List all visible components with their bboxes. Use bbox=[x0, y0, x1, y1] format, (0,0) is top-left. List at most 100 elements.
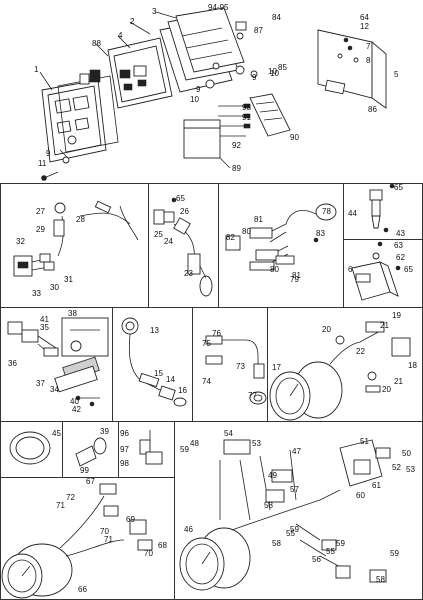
callout-main-25: 90 bbox=[290, 133, 299, 142]
callout-main-21: 86 bbox=[368, 105, 377, 114]
callout-probe-2: 14 bbox=[166, 375, 175, 384]
callout-tach-0: 19 bbox=[392, 311, 401, 320]
callout-switch-0: 65 bbox=[176, 194, 185, 203]
callout-wiring-3: 82 bbox=[226, 233, 235, 242]
callout-gauge-set-left-2: 71 bbox=[56, 501, 65, 510]
callout-gauge-set-right-2: 53 bbox=[252, 439, 261, 448]
gauge-set-left bbox=[1, 483, 153, 599]
callout-lamp-3: 73 bbox=[236, 362, 245, 371]
callout-relay-0: 65 bbox=[394, 183, 403, 192]
callout-sender-3: 36 bbox=[8, 359, 17, 368]
callout-gauge-set-right-7: 58 bbox=[264, 501, 273, 510]
callout-main-12: 9 bbox=[252, 73, 257, 82]
callout-gauge-set-right-9: 50 bbox=[402, 449, 411, 458]
callout-socket-0: 96 bbox=[120, 429, 129, 438]
callout-main-23: 91 bbox=[242, 113, 251, 122]
callout-gauge-set-right-16: 59 bbox=[290, 525, 299, 534]
callout-gauge-set-right-11: 53 bbox=[406, 465, 415, 474]
callout-lamp-2: 74 bbox=[202, 377, 211, 386]
callout-gauge-set-right-12: 61 bbox=[372, 481, 381, 490]
callout-gauge-set-left-5: 71 bbox=[104, 535, 113, 544]
callout-main-16: 64 bbox=[360, 13, 369, 22]
callout-wiring-0: 78 bbox=[322, 207, 331, 216]
callout-probe-0: 13 bbox=[150, 326, 159, 335]
callout-tach-2: 21 bbox=[380, 321, 389, 330]
callout-bezel-0: 45 bbox=[52, 429, 61, 438]
harness-assembly bbox=[13, 200, 139, 277]
callout-main-0: 1 bbox=[34, 65, 39, 74]
callout-gauge-set-right-6: 57 bbox=[290, 485, 299, 494]
callout-bulb-1: 99 bbox=[80, 466, 89, 475]
callout-harness-1: 28 bbox=[76, 215, 85, 224]
callout-tach-3: 22 bbox=[356, 347, 365, 356]
callout-harness-6: 33 bbox=[32, 289, 41, 298]
callout-wiring-2: 80 bbox=[242, 227, 251, 236]
callout-sender-4: 37 bbox=[36, 379, 45, 388]
callout-sender-2: 38 bbox=[68, 309, 77, 318]
callout-tach-4: 18 bbox=[408, 361, 417, 370]
callout-main-22: 93 bbox=[242, 103, 251, 112]
callout-sender-0: 41 bbox=[40, 315, 49, 324]
callout-sender-5: 34 bbox=[50, 385, 59, 394]
callout-wiring-6: 81 bbox=[292, 271, 301, 280]
callout-gauge-set-left-3: 69 bbox=[126, 515, 135, 524]
callout-lamp-0: 76 bbox=[212, 329, 221, 338]
lamp-assembly bbox=[205, 335, 267, 405]
callout-harness-0: 27 bbox=[36, 207, 45, 216]
callout-harness-5: 30 bbox=[50, 283, 59, 292]
callout-main-17: 12 bbox=[360, 22, 369, 31]
callout-main-6: 88 bbox=[92, 39, 101, 48]
callout-main-4: 84 bbox=[272, 13, 281, 22]
bulb-socket bbox=[139, 430, 163, 465]
callout-gauge-set-left-1: 72 bbox=[66, 493, 75, 502]
callout-lamp-1: 75 bbox=[202, 339, 211, 348]
callout-relay-2: 43 bbox=[396, 229, 405, 238]
callout-gauge-set-right-19: 59 bbox=[336, 539, 345, 548]
bulb bbox=[75, 437, 107, 467]
callout-box-3: 6 bbox=[348, 265, 353, 274]
callout-switch-2: 25 bbox=[154, 230, 163, 239]
callout-box-1: 62 bbox=[396, 253, 405, 262]
callout-gauge-set-left-7: 68 bbox=[158, 541, 167, 550]
callout-harness-2: 29 bbox=[36, 225, 45, 234]
callout-gauge-set-right-1: 48 bbox=[190, 439, 199, 448]
callout-box-2: 65 bbox=[404, 265, 413, 274]
callout-main-1: 2 bbox=[130, 17, 135, 26]
callout-gauge-set-left-8: 66 bbox=[78, 585, 87, 594]
callout-harness-3: 32 bbox=[16, 237, 25, 246]
callout-wiring-4: 83 bbox=[316, 229, 325, 238]
callout-gauge-set-right-5: 49 bbox=[268, 471, 277, 480]
callout-main-14: 11 bbox=[38, 159, 47, 168]
sender-assembly bbox=[7, 317, 109, 407]
callout-gauge-set-right-18: 56 bbox=[312, 555, 321, 564]
callout-gauge-set-right-17: 58 bbox=[272, 539, 281, 548]
callout-main-24: 92 bbox=[232, 141, 241, 150]
callout-tach-7: 20 bbox=[382, 385, 391, 394]
callout-main-26: 89 bbox=[232, 164, 241, 173]
callout-gauge-set-left-6: 70 bbox=[144, 549, 153, 558]
callout-gauge-set-right-20: 55 bbox=[326, 547, 335, 556]
callout-wiring-5: 80 bbox=[270, 265, 279, 274]
callout-gauge-set-right-0: 54 bbox=[224, 429, 233, 438]
circuit-breaker-assembly bbox=[351, 241, 401, 301]
callout-gauge-set-right-21: 58 bbox=[376, 575, 385, 584]
main-assembly bbox=[39, 7, 387, 181]
callout-switch-3: 24 bbox=[164, 237, 173, 246]
temperature-probe-assembly bbox=[121, 317, 187, 407]
callout-box-0: 63 bbox=[394, 241, 403, 250]
callout-main-18: 7 bbox=[366, 42, 371, 51]
tachometer-assembly bbox=[269, 321, 411, 421]
callout-main-2: 3 bbox=[152, 7, 157, 16]
callout-switch-1: 26 bbox=[180, 207, 189, 216]
callout-tach-1: 20 bbox=[322, 325, 331, 334]
callout-gauge-set-right-22: 59 bbox=[390, 549, 399, 558]
bezel-ring bbox=[9, 431, 51, 465]
callout-gauge-set-right-13: 60 bbox=[356, 491, 365, 500]
relay-assembly bbox=[369, 183, 395, 233]
callout-gauge-set-right-3: 59 bbox=[180, 445, 189, 454]
callout-sender-1: 35 bbox=[40, 323, 49, 332]
callout-tach-5: 17 bbox=[272, 363, 281, 372]
callout-probe-3: 16 bbox=[178, 386, 187, 395]
callout-sender-6: 40 bbox=[70, 397, 79, 406]
callout-socket-1: 97 bbox=[120, 445, 129, 454]
